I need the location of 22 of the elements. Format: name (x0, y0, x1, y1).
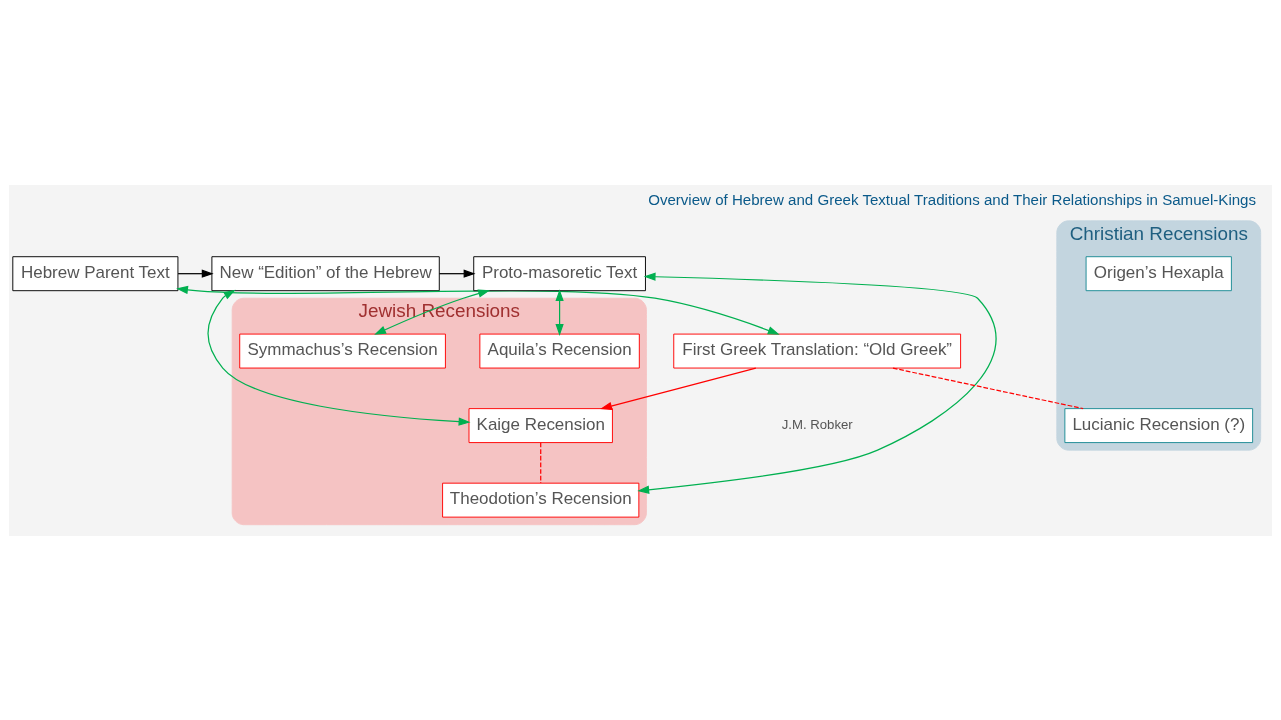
node-box: New “Edition” of the Hebrew (211, 255, 440, 291)
arrow (207, 289, 471, 426)
label: J.M. Robker (781, 416, 853, 432)
arrow (637, 272, 997, 494)
node-box: Kaige Recension (468, 407, 613, 443)
arrow (438, 269, 476, 278)
arrow (177, 269, 214, 278)
connector (892, 367, 1084, 409)
arrow (600, 367, 757, 410)
node-box: Origen’s Hexapla (1085, 255, 1232, 291)
connector (540, 441, 542, 484)
node-box: Symmachus’s Recension (239, 333, 446, 369)
node-box: Theodotion’s Recension (442, 482, 640, 518)
arrow (374, 288, 491, 335)
node-box: Hebrew Parent Text (12, 255, 179, 291)
node-box: First Greek Translation: “Old Greek” (673, 333, 962, 369)
arrow (555, 288, 564, 336)
arrow (176, 285, 780, 335)
node-box: Aquila’s Recension (479, 333, 640, 369)
node-box: Proto-masoretic Text (473, 255, 646, 291)
node-box: Lucianic Recension (?) (1064, 407, 1254, 443)
diagram-title: Overview of Hebrew and Greek Textual Traditions and Their Relationships in Samuel-Kings (648, 190, 1257, 208)
